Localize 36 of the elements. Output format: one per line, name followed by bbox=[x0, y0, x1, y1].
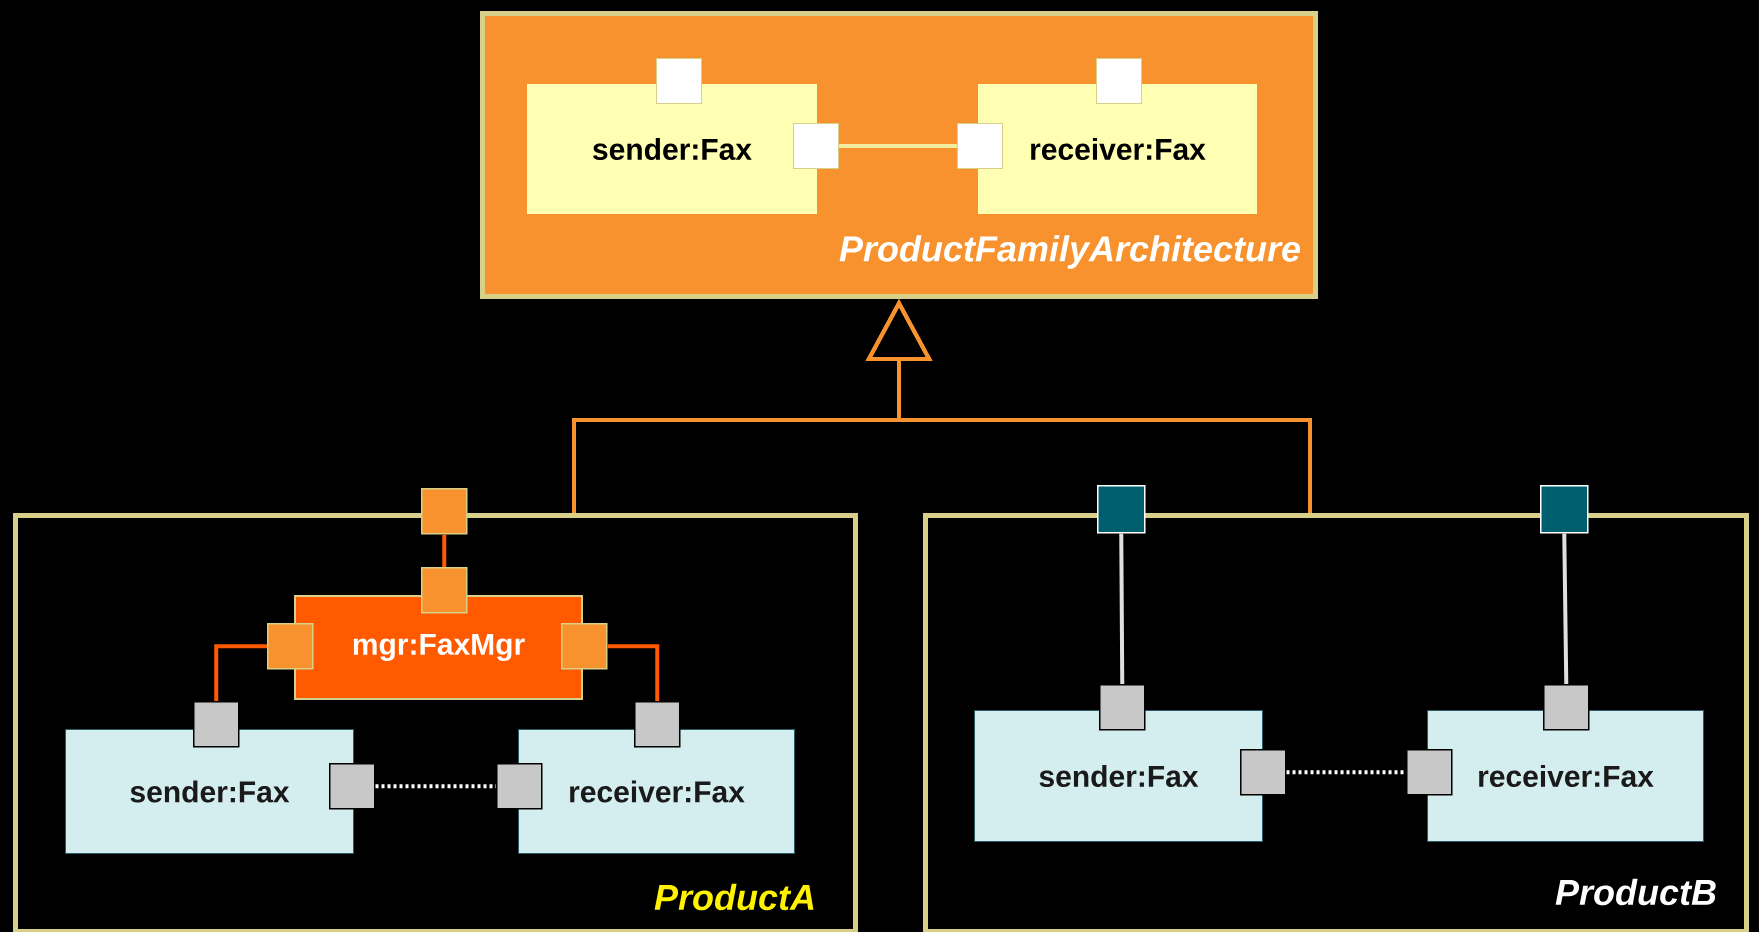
part-box: receiver:Fax bbox=[978, 84, 1257, 214]
connector bbox=[1562, 533, 1569, 685]
part-box: sender:Fax bbox=[974, 710, 1263, 842]
port-square bbox=[329, 763, 376, 810]
connector bbox=[607, 644, 660, 701]
port-square bbox=[421, 567, 468, 614]
component-label: ProductFamilyArchitecture bbox=[839, 235, 1301, 269]
connector bbox=[1286, 770, 1406, 775]
connector bbox=[442, 534, 447, 567]
port-square bbox=[656, 58, 702, 104]
connector bbox=[1119, 533, 1125, 685]
connector bbox=[839, 144, 957, 148]
connector bbox=[375, 784, 496, 789]
port-square bbox=[957, 123, 1003, 169]
port-square bbox=[561, 623, 608, 670]
component-label: ProductB bbox=[1555, 878, 1716, 906]
part-box: sender:Fax bbox=[527, 84, 817, 214]
port-square bbox=[1096, 58, 1142, 104]
part-box: sender:Fax bbox=[65, 729, 354, 854]
port-square bbox=[634, 701, 681, 748]
port-square bbox=[496, 763, 543, 810]
port-square bbox=[1097, 485, 1146, 534]
port-square bbox=[793, 123, 839, 169]
port-square bbox=[193, 701, 240, 748]
port-square bbox=[1240, 749, 1287, 796]
connector bbox=[214, 644, 267, 701]
port-square bbox=[421, 488, 468, 535]
port-square bbox=[1099, 684, 1146, 731]
port-square bbox=[1543, 684, 1590, 731]
port-square bbox=[267, 623, 314, 670]
part-box: receiver:Fax bbox=[518, 729, 795, 854]
part-box: receiver:Fax bbox=[1427, 710, 1704, 842]
port-square bbox=[1540, 485, 1589, 534]
part-box: mgr:FaxMgr bbox=[294, 595, 583, 700]
component-label: ProductA bbox=[654, 883, 814, 911]
port-square bbox=[1406, 749, 1453, 796]
